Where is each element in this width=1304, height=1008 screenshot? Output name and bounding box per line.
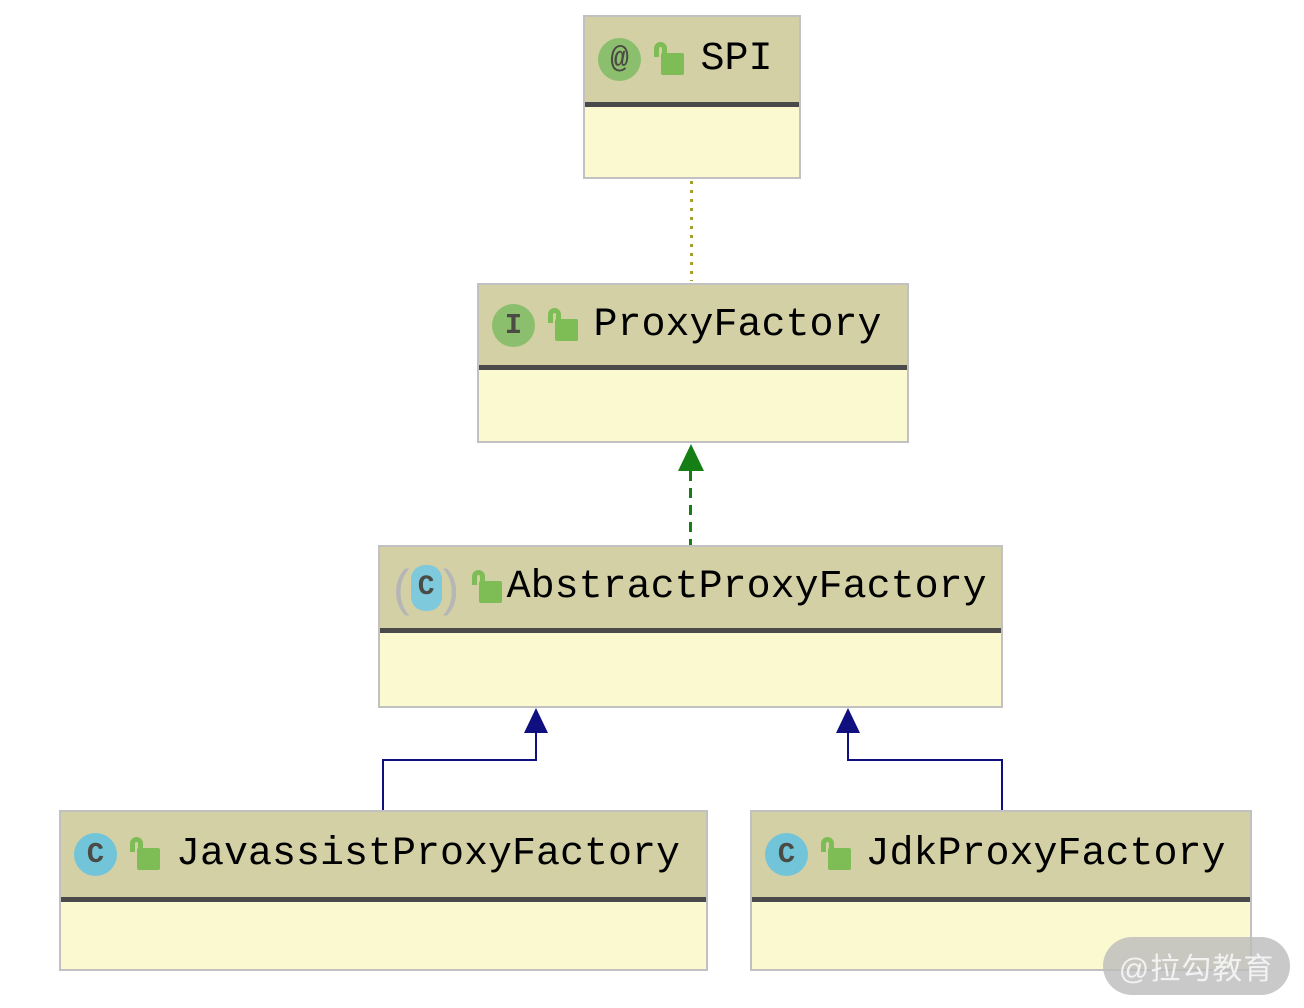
abstract-paren-left: ( [393, 559, 410, 616]
node-proxyfactory[interactable]: I ProxyFactory [477, 283, 909, 443]
class-name: ProxyFactory [593, 302, 882, 348]
header-separator [61, 897, 706, 902]
node-header: C JdkProxyFactory [752, 812, 1250, 897]
abstract-class-letter: C [410, 564, 442, 611]
class-icon: C [74, 833, 117, 876]
unlock-icon [548, 307, 578, 343]
node-members-section [61, 902, 706, 969]
unlock-icon [654, 42, 684, 77]
extends-arrowhead-icon [524, 708, 548, 733]
edge-javassist-extends-horizontal [382, 759, 537, 761]
unlock-icon [472, 570, 503, 605]
abstract-paren-right: ) [442, 559, 460, 616]
node-abstractproxyfactory[interactable]: ( C ) AbstractProxyFactory [378, 545, 1003, 708]
abstract-class-icon: ( C ) [393, 559, 460, 616]
class-name: SPI [700, 37, 773, 82]
class-name: JavassistProxyFactory [175, 832, 681, 877]
watermark-badge: @拉勾教育 [1103, 937, 1290, 995]
node-header: ( C ) AbstractProxyFactory [380, 547, 1001, 628]
node-spi[interactable]: @ SPI [583, 15, 801, 179]
node-header: I ProxyFactory [479, 285, 907, 365]
extends-arrowhead-icon [836, 708, 860, 733]
class-name: AbstractProxyFactory [506, 565, 987, 610]
class-icon: C [765, 833, 808, 876]
header-separator [752, 897, 1250, 902]
edge-jdk-extends-horizontal [847, 759, 1003, 761]
interface-icon: I [492, 303, 535, 347]
unlock-icon [130, 837, 160, 872]
unlock-icon [821, 837, 851, 872]
node-header: C JavassistProxyFactory [61, 812, 706, 897]
edge-jdk-extends-stub [847, 732, 849, 761]
node-header: @ SPI [585, 17, 799, 102]
node-members-section [585, 107, 799, 177]
edge-javassist-extends-stub [535, 732, 537, 761]
node-members-section [380, 633, 1001, 706]
annotation-icon: @ [598, 38, 641, 81]
class-name: JdkProxyFactory [865, 832, 1226, 877]
node-members-section [479, 370, 907, 441]
implements-arrowhead-icon [678, 444, 704, 471]
edge-jdk-extends-vertical [1001, 759, 1003, 811]
edge-abstract-implements-proxyfactory [689, 471, 692, 545]
header-separator [380, 628, 1001, 633]
edge-spi-annotation-link [690, 181, 693, 281]
edge-javassist-extends-vertical [382, 759, 384, 811]
node-javassistproxyfactory[interactable]: C JavassistProxyFactory [59, 810, 708, 971]
header-separator [585, 102, 799, 107]
header-separator [479, 365, 907, 370]
